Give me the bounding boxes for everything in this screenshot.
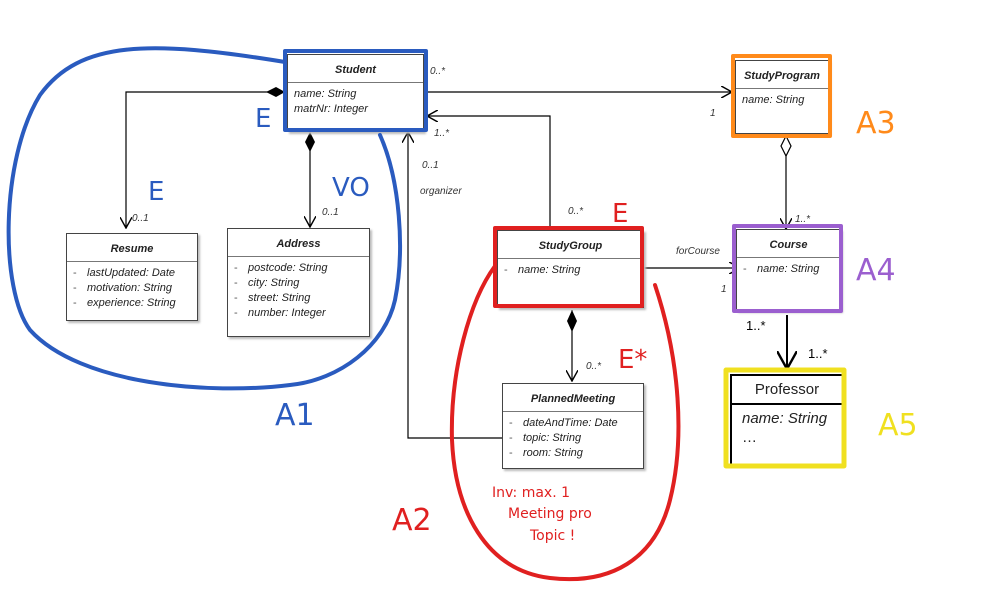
- multiplicity-label: 0..1: [132, 213, 149, 224]
- attribute: topic: String: [523, 432, 582, 444]
- multiplicity-label: 1..*: [808, 346, 828, 361]
- attribute: matrNr: Integer: [294, 103, 368, 115]
- multiplicity-label: 0..*: [568, 206, 584, 217]
- class-studyprogram[interactable]: StudyProgram name: String: [735, 60, 829, 134]
- attribute: name: String: [742, 94, 805, 106]
- multiplicity-label: 1: [721, 284, 727, 295]
- assoc-student-resume: [126, 91, 285, 228]
- attribute: experience: String: [87, 297, 176, 309]
- attribute: name: String: [742, 410, 828, 427]
- composition-diamond-course: [780, 134, 792, 158]
- class-student[interactable]: Student name: String matrNr: Integer: [287, 54, 424, 132]
- attribute: lastUpdated: Date: [87, 267, 176, 279]
- composition-diamond-address: [305, 132, 315, 152]
- class-name: StudyProgram: [736, 61, 828, 89]
- multiplicity-label: 1: [710, 108, 716, 119]
- attribute: motivation: String: [87, 282, 172, 294]
- class-name: Resume: [67, 234, 197, 262]
- attribute: number: Integer: [248, 307, 326, 319]
- class-name: Course: [737, 230, 840, 258]
- multiplicity-label: 0..1: [322, 207, 339, 218]
- attribute: room: String: [523, 447, 583, 459]
- role-label: forCourse: [676, 246, 720, 257]
- class-course[interactable]: Course -name: String: [736, 229, 841, 311]
- class-plannedmeeting[interactable]: PlannedMeeting -dateAndTime: Date -topic…: [502, 383, 644, 469]
- attribute: …: [742, 429, 757, 446]
- class-name: Student: [288, 55, 423, 83]
- class-name: Address: [228, 229, 369, 257]
- class-address[interactable]: Address -postcode: String -city: String …: [227, 228, 370, 337]
- class-studygroup[interactable]: StudyGroup -name: String: [497, 230, 644, 308]
- attribute: dateAndTime: Date: [523, 417, 618, 429]
- assoc-organizer: [408, 132, 502, 439]
- class-name: PlannedMeeting: [503, 384, 643, 412]
- multiplicity-label: 0..*: [430, 66, 446, 77]
- attribute: city: String: [248, 277, 300, 289]
- attribute: postcode: String: [248, 262, 328, 274]
- attribute: name: String: [294, 88, 357, 100]
- multiplicity-label: 1..*: [746, 318, 766, 333]
- class-resume[interactable]: Resume -lastUpdated: Date -motivation: S…: [66, 233, 198, 321]
- class-professor[interactable]: Professor name: String …: [730, 374, 844, 466]
- attribute: name: String: [518, 264, 581, 276]
- multiplicity-label: 1..*: [795, 214, 811, 225]
- class-name: Professor: [732, 376, 842, 405]
- multiplicity-label: 1..*: [434, 128, 450, 139]
- assoc-studygroup-student: [427, 116, 551, 228]
- multiplicity-label: 0..*: [586, 361, 602, 372]
- composition-diamond-meeting: [567, 310, 577, 332]
- composition-diamond-resume: [266, 87, 285, 97]
- role-label: organizer: [420, 186, 462, 197]
- multiplicity-label: 0..1: [422, 160, 439, 171]
- class-name: StudyGroup: [498, 231, 643, 259]
- attribute: street: String: [248, 292, 311, 304]
- attribute: name: String: [757, 263, 820, 275]
